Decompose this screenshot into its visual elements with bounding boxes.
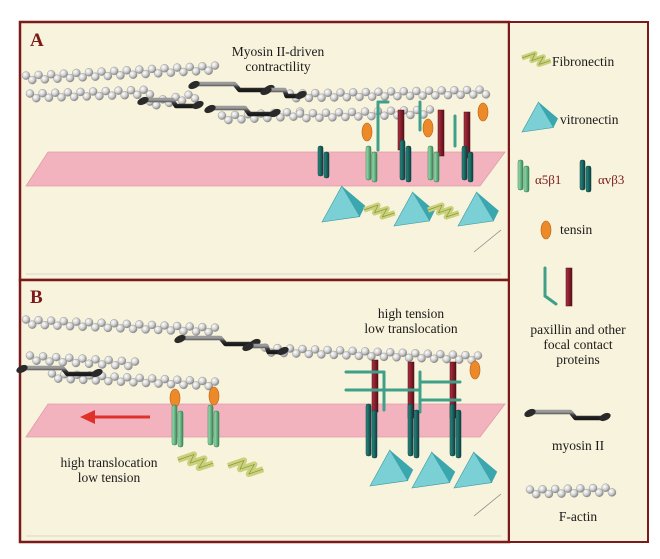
myosin-ii-icon [137, 96, 204, 110]
high-tension-caption-line1: high tension [377, 306, 445, 321]
legend-myosin-label: myosin II [551, 438, 605, 453]
legend-fibronectin-label: Fibronectin [552, 54, 615, 69]
legend-frame [508, 21, 649, 543]
floor-line-a [473, 229, 502, 253]
contractility-caption-line2: contractility [245, 59, 311, 74]
f-actin-filament [25, 85, 155, 103]
vitronectin-icon [369, 449, 414, 487]
legend-fibronectin-icon [521, 50, 552, 67]
myosin-ii-icon [260, 86, 307, 100]
legend-myosin-icon [524, 408, 611, 422]
f-actin-filament [21, 61, 220, 85]
avb3-integrin-icon [365, 403, 378, 459]
panel-b-content [16, 315, 498, 489]
floor-line-b [473, 493, 502, 517]
myosin-ii-icon [16, 364, 103, 378]
legend-paxillin-label-line3: proteins [556, 352, 600, 367]
vitronectin-icon [411, 451, 456, 489]
myosin-ii-icon [242, 342, 289, 356]
f-actin-filament [21, 315, 220, 337]
tensin-icon [208, 386, 220, 406]
fibronectin-icon [427, 202, 460, 220]
myosin-ii-icon [204, 104, 281, 118]
legend-tensin-label: tensin [560, 222, 593, 237]
avb3-integrin-icon [407, 403, 420, 459]
legend-paxillin-red-icon [565, 267, 573, 307]
myosin-ii-icon [174, 334, 261, 348]
vitronectin-icon [457, 191, 499, 227]
panel-b-letter: B [30, 287, 43, 308]
f-actin-filament [217, 107, 305, 125]
legend-paxillin-label-line1: paxillin and other [530, 322, 626, 337]
avb3-integrin-icon [317, 145, 330, 179]
fibronectin-icon [226, 457, 265, 478]
fibronectin-icon [176, 451, 215, 472]
legend-vitronectin-icon [521, 101, 558, 133]
legend-avb3-label: αvβ3 [598, 172, 625, 187]
f-actin-filament [47, 369, 220, 391]
legend-factin-label: F-actin [558, 509, 598, 524]
legend-a5b1-icon [517, 159, 530, 193]
high-translocation-caption-line2: low tension [77, 470, 141, 485]
a5b1-integrin-icon [427, 145, 440, 183]
vitronectin-icon [393, 191, 435, 227]
legend-tensin-icon [540, 220, 552, 240]
f-actin-filament [25, 351, 140, 371]
translocation-arrow [80, 410, 150, 424]
panel-a-content [21, 61, 499, 227]
tensin-icon [361, 122, 373, 142]
high-tension-caption-line2: low translocation [364, 321, 458, 336]
a5b1-integrin-icon [207, 404, 220, 448]
vitronectin-icon [453, 451, 498, 489]
vitronectin-icon [321, 185, 366, 223]
legend-graphics [517, 50, 617, 499]
membrane-b [25, 403, 506, 438]
panel-a-frame [18, 20, 511, 282]
tensin-icon [477, 102, 489, 122]
panel-a-letter: A [30, 30, 44, 51]
legend-factin-icon [525, 483, 617, 499]
legend-vitronectin-label: vitronectin [560, 112, 619, 127]
avb3-integrin-icon [449, 403, 462, 459]
high-translocation-caption-line1: high translocation [60, 455, 158, 470]
avb3-integrin-icon [461, 145, 474, 183]
tensin-icon [422, 118, 434, 138]
avb3-integrin-icon [399, 139, 412, 183]
legend-a5b1-label: α5β1 [535, 172, 562, 187]
fibronectin-icon [363, 202, 396, 220]
a5b1-integrin-icon [365, 145, 378, 183]
paxillin-red-bar [437, 109, 445, 157]
tensin-icon [469, 360, 481, 380]
tensin-icon [169, 388, 181, 408]
legend-paxillin-label-line2: focal contact [543, 337, 613, 352]
legend-avb3-icon [579, 159, 592, 193]
paxillin-red-bar [371, 359, 379, 413]
legend-paxillin-green-icon [543, 294, 558, 306]
contractility-caption-line1: Myosin II-driven [231, 44, 325, 59]
membrane-a [25, 151, 506, 187]
a5b1-integrin-icon [171, 404, 184, 448]
